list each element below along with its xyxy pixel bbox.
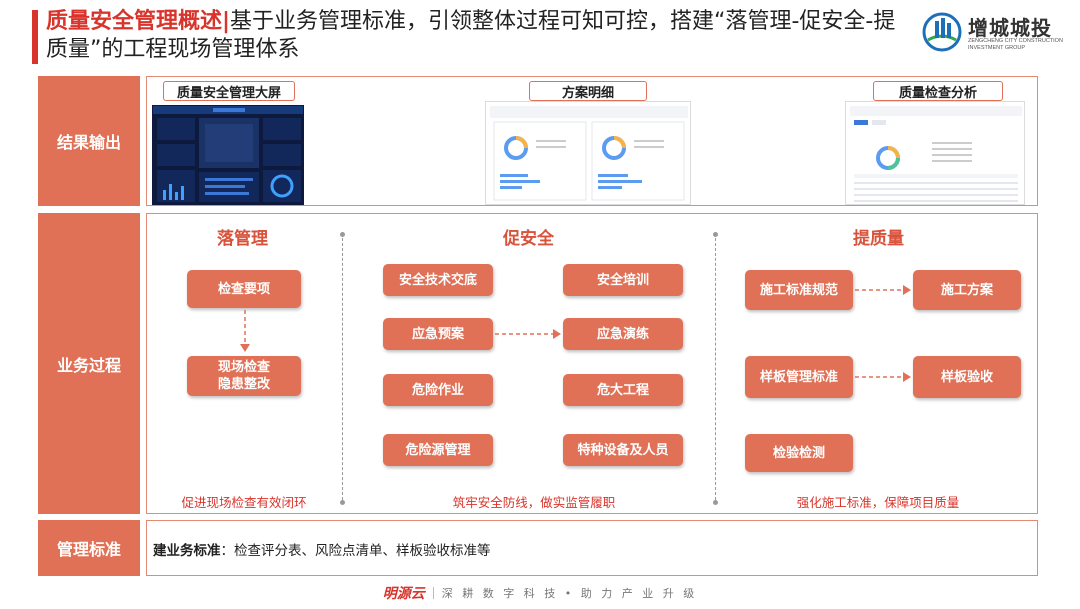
- footer: 明源云 深 耕 数 字 科 技 • 助 力 产 业 升 级: [0, 583, 1080, 603]
- col-foot-management: 促进现场检查有效闭环: [181, 495, 307, 510]
- box-major-hazard-project[interactable]: 危大工程: [563, 374, 683, 406]
- page-title: 质量安全管理概述|基于业务管理标准，引领整体过程可知可控，搭建“落管理-促安全-…: [46, 8, 916, 64]
- row-label-standard: 管理标准: [38, 520, 140, 576]
- box-emergency-plan[interactable]: 应急预案: [383, 318, 493, 350]
- col-head-management: 落管理: [217, 229, 268, 249]
- plan-screenshot[interactable]: [485, 101, 691, 205]
- standard-panel: 建业务标准：检查评分表、风险点清单、样板验收标准等: [146, 520, 1038, 576]
- process-panel: 落管理 检查要项 现场检查 隐患整改 促进现场检查有效闭环 促安全 安全技术交底…: [146, 213, 1038, 514]
- logo-english: ZENGCHENG CITY CONSTRUCTION INVESTMENT G…: [968, 38, 1063, 52]
- result-title-plan: 方案明细: [529, 81, 647, 101]
- company-logo: 增城城投 ZENGCHENG CITY CONSTRUCTION INVESTM…: [922, 10, 1072, 56]
- standard-detail: ：检查评分表、风险点清单、样板验收标准等: [220, 543, 491, 559]
- result-title-dashboard: 质量安全管理大屏: [163, 81, 295, 101]
- box-inspection-items[interactable]: 检查要项: [187, 270, 301, 308]
- box-hazard-source[interactable]: 危险源管理: [383, 434, 493, 466]
- col-head-safety: 促安全: [503, 229, 554, 249]
- title-rest: 基于业务管理标准，引领整体过程可知可控，搭建“落管理-促安全-提质量”的工程现场…: [46, 9, 896, 62]
- row-label-results: 结果输出: [38, 76, 140, 206]
- logo-english-line2: INVESTMENT GROUP: [968, 45, 1026, 51]
- box-site-inspection[interactable]: 现场检查 隐患整改: [187, 356, 301, 396]
- quality-screenshot-graphic: [850, 106, 1022, 202]
- footer-slogan: 深 耕 数 字 科 技 • 助 力 产 业 升 级: [441, 587, 698, 600]
- dashboard-screenshot[interactable]: [152, 105, 304, 205]
- box-construction-standard[interactable]: 施工标准规范: [745, 270, 853, 310]
- separator-line: [342, 238, 343, 500]
- box-sample-standard[interactable]: 样板管理标准: [745, 356, 853, 398]
- standard-text: 建业务标准：检查评分表、风险点清单、样板验收标准等: [153, 539, 491, 559]
- separator-dot: [713, 500, 718, 505]
- result-title-quality: 质量检查分析: [873, 81, 1003, 101]
- arrow-right: [495, 329, 561, 339]
- box-testing[interactable]: 检验检测: [745, 434, 853, 472]
- col-foot-quality: 强化施工标准，保障项目质量: [796, 495, 960, 510]
- box-construction-plan[interactable]: 施工方案: [913, 270, 1021, 310]
- separator-dot: [340, 232, 345, 237]
- quality-screenshot[interactable]: [845, 101, 1025, 205]
- results-panel: 质量安全管理大屏 方案明细: [146, 76, 1038, 206]
- box-safety-briefing[interactable]: 安全技术交底: [383, 264, 493, 296]
- plan-screenshot-graphic: [490, 106, 688, 201]
- col-foot-safety: 筑牢安全防线，做实监管履职: [452, 495, 616, 510]
- box-emergency-drill[interactable]: 应急演练: [563, 318, 683, 350]
- box-hazardous-work[interactable]: 危险作业: [383, 374, 493, 406]
- box-safety-training[interactable]: 安全培训: [563, 264, 683, 296]
- box-sample-acceptance[interactable]: 样板验收: [913, 356, 1021, 398]
- arrow-right: [855, 285, 911, 295]
- row-label-process: 业务过程: [38, 213, 140, 514]
- logo-name: 增城城投: [968, 16, 1052, 40]
- separator-line: [715, 238, 716, 500]
- separator-dot: [713, 232, 718, 237]
- dashboard-screenshot-graphic: [153, 106, 303, 202]
- arrow-right: [855, 372, 911, 382]
- logo-english-line1: ZENGCHENG CITY CONSTRUCTION: [968, 38, 1063, 44]
- title-accent-bar: [32, 10, 38, 64]
- title-lead: 质量安全管理概述|: [46, 9, 231, 34]
- box-special-equipment[interactable]: 特种设备及人员: [563, 434, 683, 466]
- col-head-quality: 提质量: [853, 229, 904, 249]
- footer-divider: [432, 587, 434, 599]
- standard-bold: 建业务标准: [153, 543, 221, 559]
- footer-brand: 明源云: [382, 586, 425, 602]
- building-logo-icon: [922, 12, 962, 52]
- separator-dot: [340, 500, 345, 505]
- arrow-down: [240, 310, 250, 352]
